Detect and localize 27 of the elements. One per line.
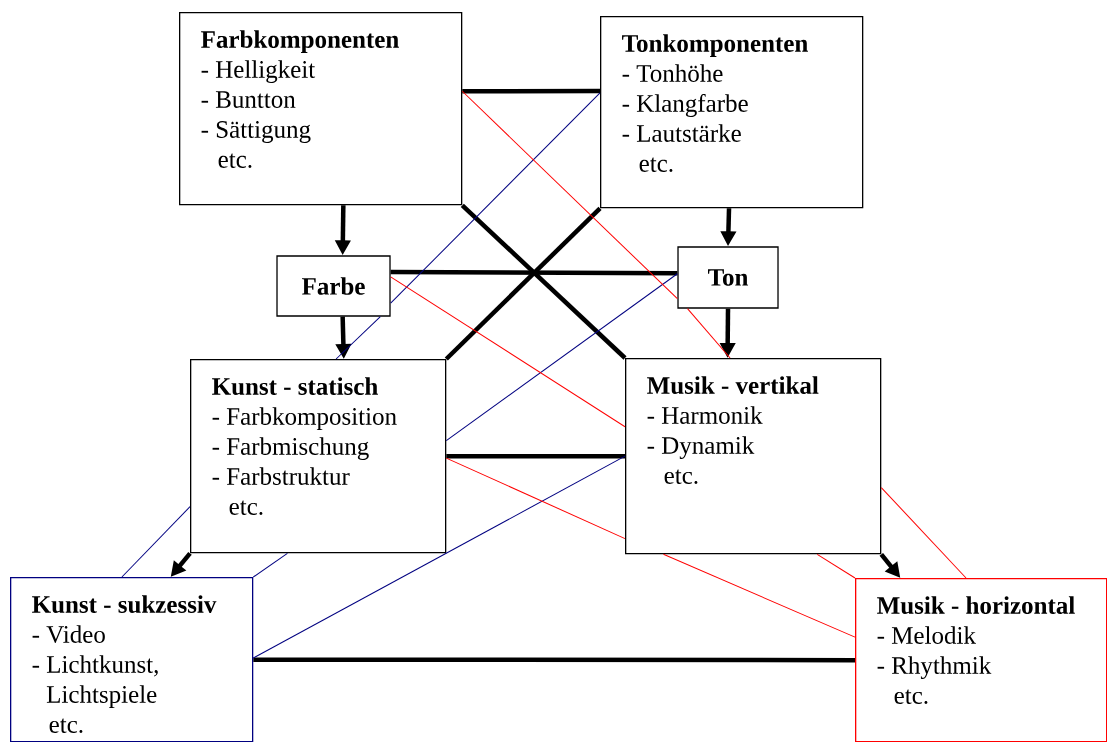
- connector-line: [390, 276, 626, 428]
- connector-line: [390, 92, 601, 304]
- connector-line: [880, 487, 967, 579]
- connector-line: [445, 273, 678, 442]
- connector-line: [335, 316, 381, 360]
- connector-line: [444, 206, 602, 361]
- process-box: Kunst - statisch - Farbkomposition - Farbmischung - Farbstruktur etc.: [190, 359, 447, 554]
- process-box: Farbkomponenten - Helligkeit - Buntton - Sättigung etc.: [179, 12, 463, 206]
- connector-line: [252, 455, 626, 659]
- connector-line: [446, 453, 625, 459]
- connector-line: [816, 553, 856, 579]
- connector-line: [461, 90, 678, 300]
- process-box: Tonkomponenten - Tonhöhe - Klangfarbe - Lautstärke etc.: [600, 16, 864, 209]
- connector-line: [253, 657, 855, 663]
- connector-line: [121, 506, 191, 578]
- process-box: Farbe: [276, 255, 391, 317]
- connector-line: [445, 457, 626, 540]
- connector-line: [662, 553, 856, 638]
- connector-line: [390, 269, 678, 276]
- connector-line: [687, 308, 731, 359]
- process-box: Musik - horizontal - Melodik - Rhythmik etc.: [855, 578, 1107, 742]
- connector-line: [252, 552, 288, 578]
- process-box: Ton: [677, 246, 779, 309]
- process-box: Kunst - sukzessiv - Video - Lichtkunst, Lichtspiele etc.: [10, 577, 254, 742]
- process-box: Musik - vertikal - Harmonik - Dynamik etc.: [625, 358, 882, 555]
- connector-line: [460, 203, 627, 360]
- connector-line: [462, 88, 600, 94]
